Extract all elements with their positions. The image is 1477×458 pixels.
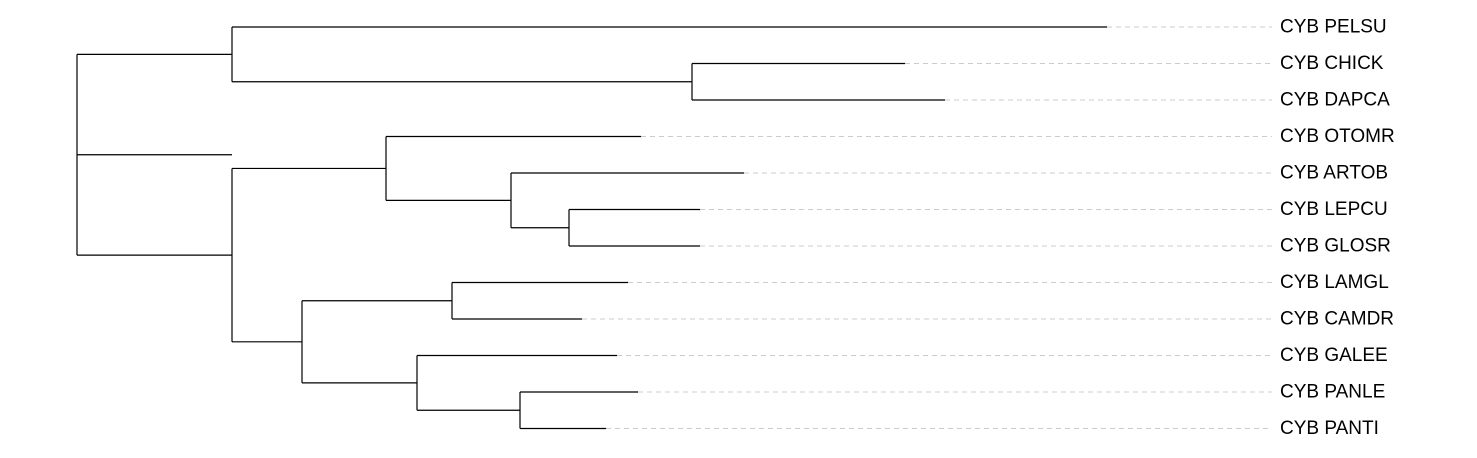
leaf-label-cyb-chick: CYB CHICK [1280, 53, 1384, 74]
leaf-label-cyb-dapca: CYB DAPCA [1280, 90, 1390, 111]
leaf-label-cyb-artob: CYB ARTOB [1280, 163, 1388, 184]
leaf-label-cyb-glosr: CYB GLOSR [1280, 236, 1391, 257]
leaf-guide-lines [582, 26, 1272, 429]
leaf-label-cyb-panti: CYB PANTI [1280, 418, 1379, 439]
leaf-label-cyb-lepcu: CYB LEPCU [1280, 199, 1388, 220]
leaf-label-cyb-camdr: CYB CAMDR [1280, 309, 1394, 330]
leaf-label-cyb-pelsu: CYB PELSU [1280, 17, 1387, 38]
leaf-label-cyb-lamgl: CYB LAMGL [1280, 272, 1389, 293]
leaf-labels: CYB PELSU CYB CHICK CYB DAPCA CYB OTOMR CYB … [1280, 17, 1395, 440]
tree-branches [76, 26, 1107, 430]
leaf-label-cyb-otomr: CYB OTOMR [1280, 126, 1395, 147]
leaf-label-cyb-galee: CYB GALEE [1280, 345, 1388, 366]
leaf-label-cyb-panle: CYB PANLE [1280, 382, 1385, 403]
